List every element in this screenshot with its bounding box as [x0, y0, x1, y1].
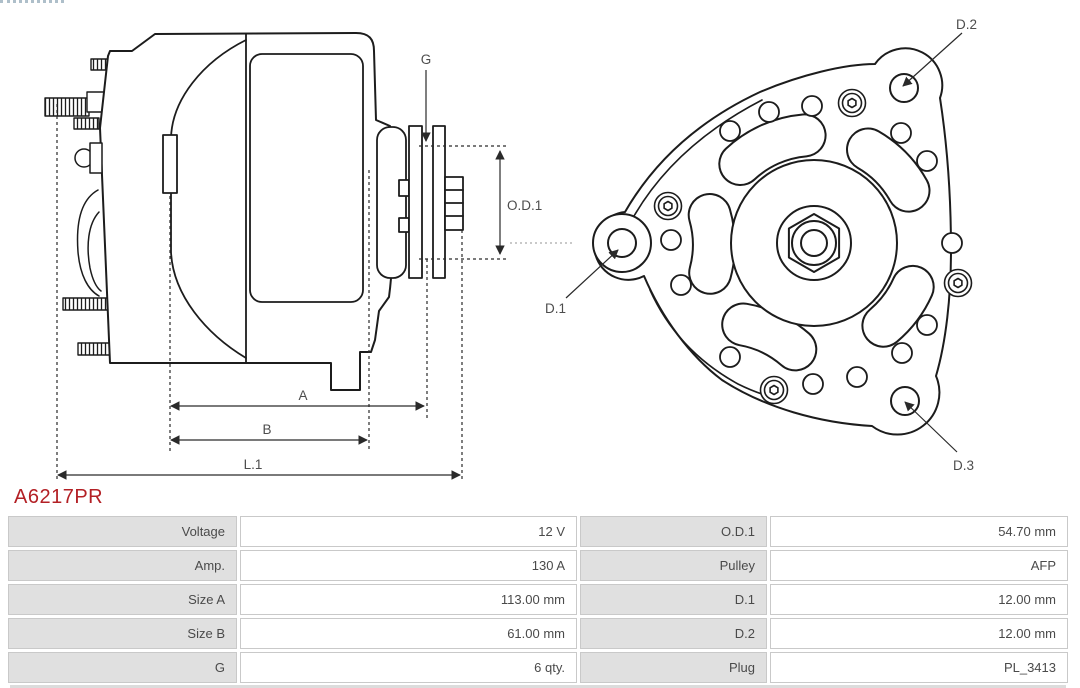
spec-label: Plug	[580, 652, 767, 683]
terminal-details	[74, 142, 103, 297]
spec-value: 12 V	[240, 516, 577, 547]
spec-value: 12.00 mm	[770, 618, 1068, 649]
d1-hole	[607, 228, 637, 258]
rear-view-drawing	[592, 47, 973, 436]
label-d2: D.2	[956, 17, 977, 32]
spec-value: 130 A	[240, 550, 577, 581]
spec-value: 61.00 mm	[240, 618, 577, 649]
vent-holes	[660, 95, 963, 395]
spec-label: G	[8, 652, 237, 683]
alternator-technical-drawing: G O.D.1 A B L.1	[44, 17, 977, 481]
pulley-assembly	[376, 125, 464, 279]
spec-label: Pulley	[580, 550, 767, 581]
spec-value: 6 qty.	[240, 652, 577, 683]
specifications-table: Voltage 12 V O.D.1 54.70 mm Amp. 130 A P…	[8, 516, 1068, 683]
side-view-drawing	[44, 32, 464, 391]
d2-hole	[889, 73, 919, 103]
spec-value: 54.70 mm	[770, 516, 1068, 547]
spec-label: O.D.1	[580, 516, 767, 547]
label-od1: O.D.1	[507, 198, 542, 213]
spec-value: PL_3413	[770, 652, 1068, 683]
spec-label: Size B	[8, 618, 237, 649]
spec-label: Size A	[8, 584, 237, 615]
label-g: G	[421, 52, 432, 67]
spec-value: 113.00 mm	[240, 584, 577, 615]
label-l1: L.1	[244, 457, 263, 472]
side-view-dimensions	[56, 70, 573, 481]
spec-value: 12.00 mm	[770, 584, 1068, 615]
label-d1: D.1	[545, 301, 566, 316]
part-number: A6217PR	[14, 486, 104, 508]
label-d3: D.3	[953, 458, 974, 473]
spec-label: Voltage	[8, 516, 237, 547]
label-b: B	[262, 422, 271, 437]
through-bolt-screws	[653, 88, 973, 405]
watermark-dots	[0, 0, 64, 3]
spec-label: D.2	[580, 618, 767, 649]
spec-label: D.1	[580, 584, 767, 615]
rear-view-leaders	[565, 32, 963, 453]
spec-value: AFP	[770, 550, 1068, 581]
label-a: A	[298, 388, 307, 403]
vent-slots	[687, 113, 935, 372]
spec-label: Amp.	[8, 550, 237, 581]
